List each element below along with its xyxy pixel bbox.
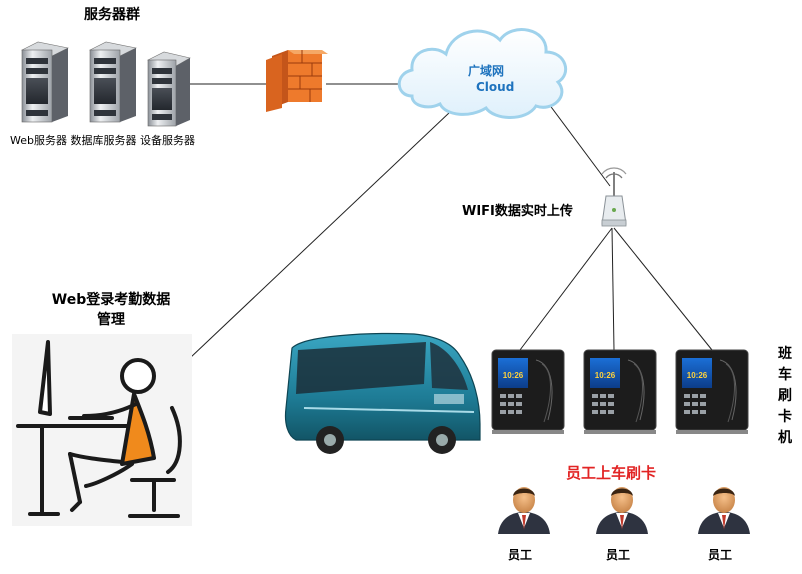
web-server-icon [21,41,69,123]
card-machine-1-icon: 10:26 [491,349,565,434]
vertical-char: 卡 [778,409,792,425]
wifi-machine-3-link [613,227,713,351]
wifi-machine-1-link [519,227,613,351]
vertical-char: 机 [778,430,792,446]
card-machine-2-icon: 10:26 [583,349,657,434]
cloud-subtitle: Cloud [476,80,515,94]
wifi-label: WIFI数据实时上传 [462,204,573,219]
wifi-router-icon [601,167,627,227]
vertical-char: 刷 [778,388,792,404]
shuttle-bus-icon [284,332,481,454]
screen-time-text: 10:26 [503,371,524,380]
employees [498,487,750,534]
screen-time-text: 10:26 [687,371,708,380]
card-machine-vertical-label: 班 车 刷 卡 机 [778,344,796,449]
screen-time-text: 10:26 [595,371,616,380]
employee-label: 员工 [508,548,533,562]
employee-1-icon [498,487,550,534]
employee-3-icon [698,487,750,534]
employee-label: 员工 [708,548,733,562]
device-server-icon [147,51,191,127]
person-at-computer-icon [12,334,192,526]
firewall-icon [266,50,328,112]
cloud-icon [397,28,568,119]
server-group [21,41,191,127]
server-group-caption: Web服务器 数据库服务器 设备服务器 [10,134,195,147]
cloud-title: 广域网 [468,64,505,78]
web-management-label: Web登录考勤数据管理 [51,292,171,328]
boarding-label: 员工上车刷卡 [566,464,657,482]
employee-2-icon [596,487,648,534]
server-group-title: 服务器群 [84,7,140,23]
database-server-icon [89,41,137,123]
card-machines: 10:26 10:26 10:2 [491,349,749,434]
connection-lines [189,83,713,359]
wifi-machine-2-link [611,227,615,351]
vertical-char: 车 [778,367,792,383]
cloud-web-link [189,111,451,359]
employee-label: 员工 [606,548,631,562]
vertical-char: 班 [778,346,792,362]
card-machine-3-icon: 10:26 [675,349,749,434]
